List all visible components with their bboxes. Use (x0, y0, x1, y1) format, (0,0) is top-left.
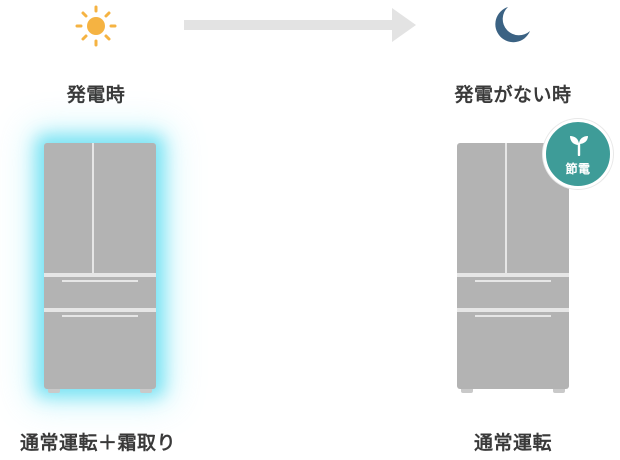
sun-icon (70, 4, 122, 48)
day-mode-label: 通常運転＋霜取り (19, 432, 176, 454)
energy-saving-badge: 節電 (543, 119, 613, 189)
sprout-icon (568, 132, 590, 157)
refrigerator-normal (457, 143, 569, 393)
night-mode-label: 通常運転 (473, 432, 552, 454)
badge-text: 節電 (565, 162, 591, 176)
moon-icon (478, 3, 538, 53)
refrigerator-defrost (44, 143, 156, 393)
night-label: 発電がない時 (454, 84, 572, 106)
arrow-right-icon (184, 8, 418, 42)
day-label: 発電時 (66, 84, 126, 106)
